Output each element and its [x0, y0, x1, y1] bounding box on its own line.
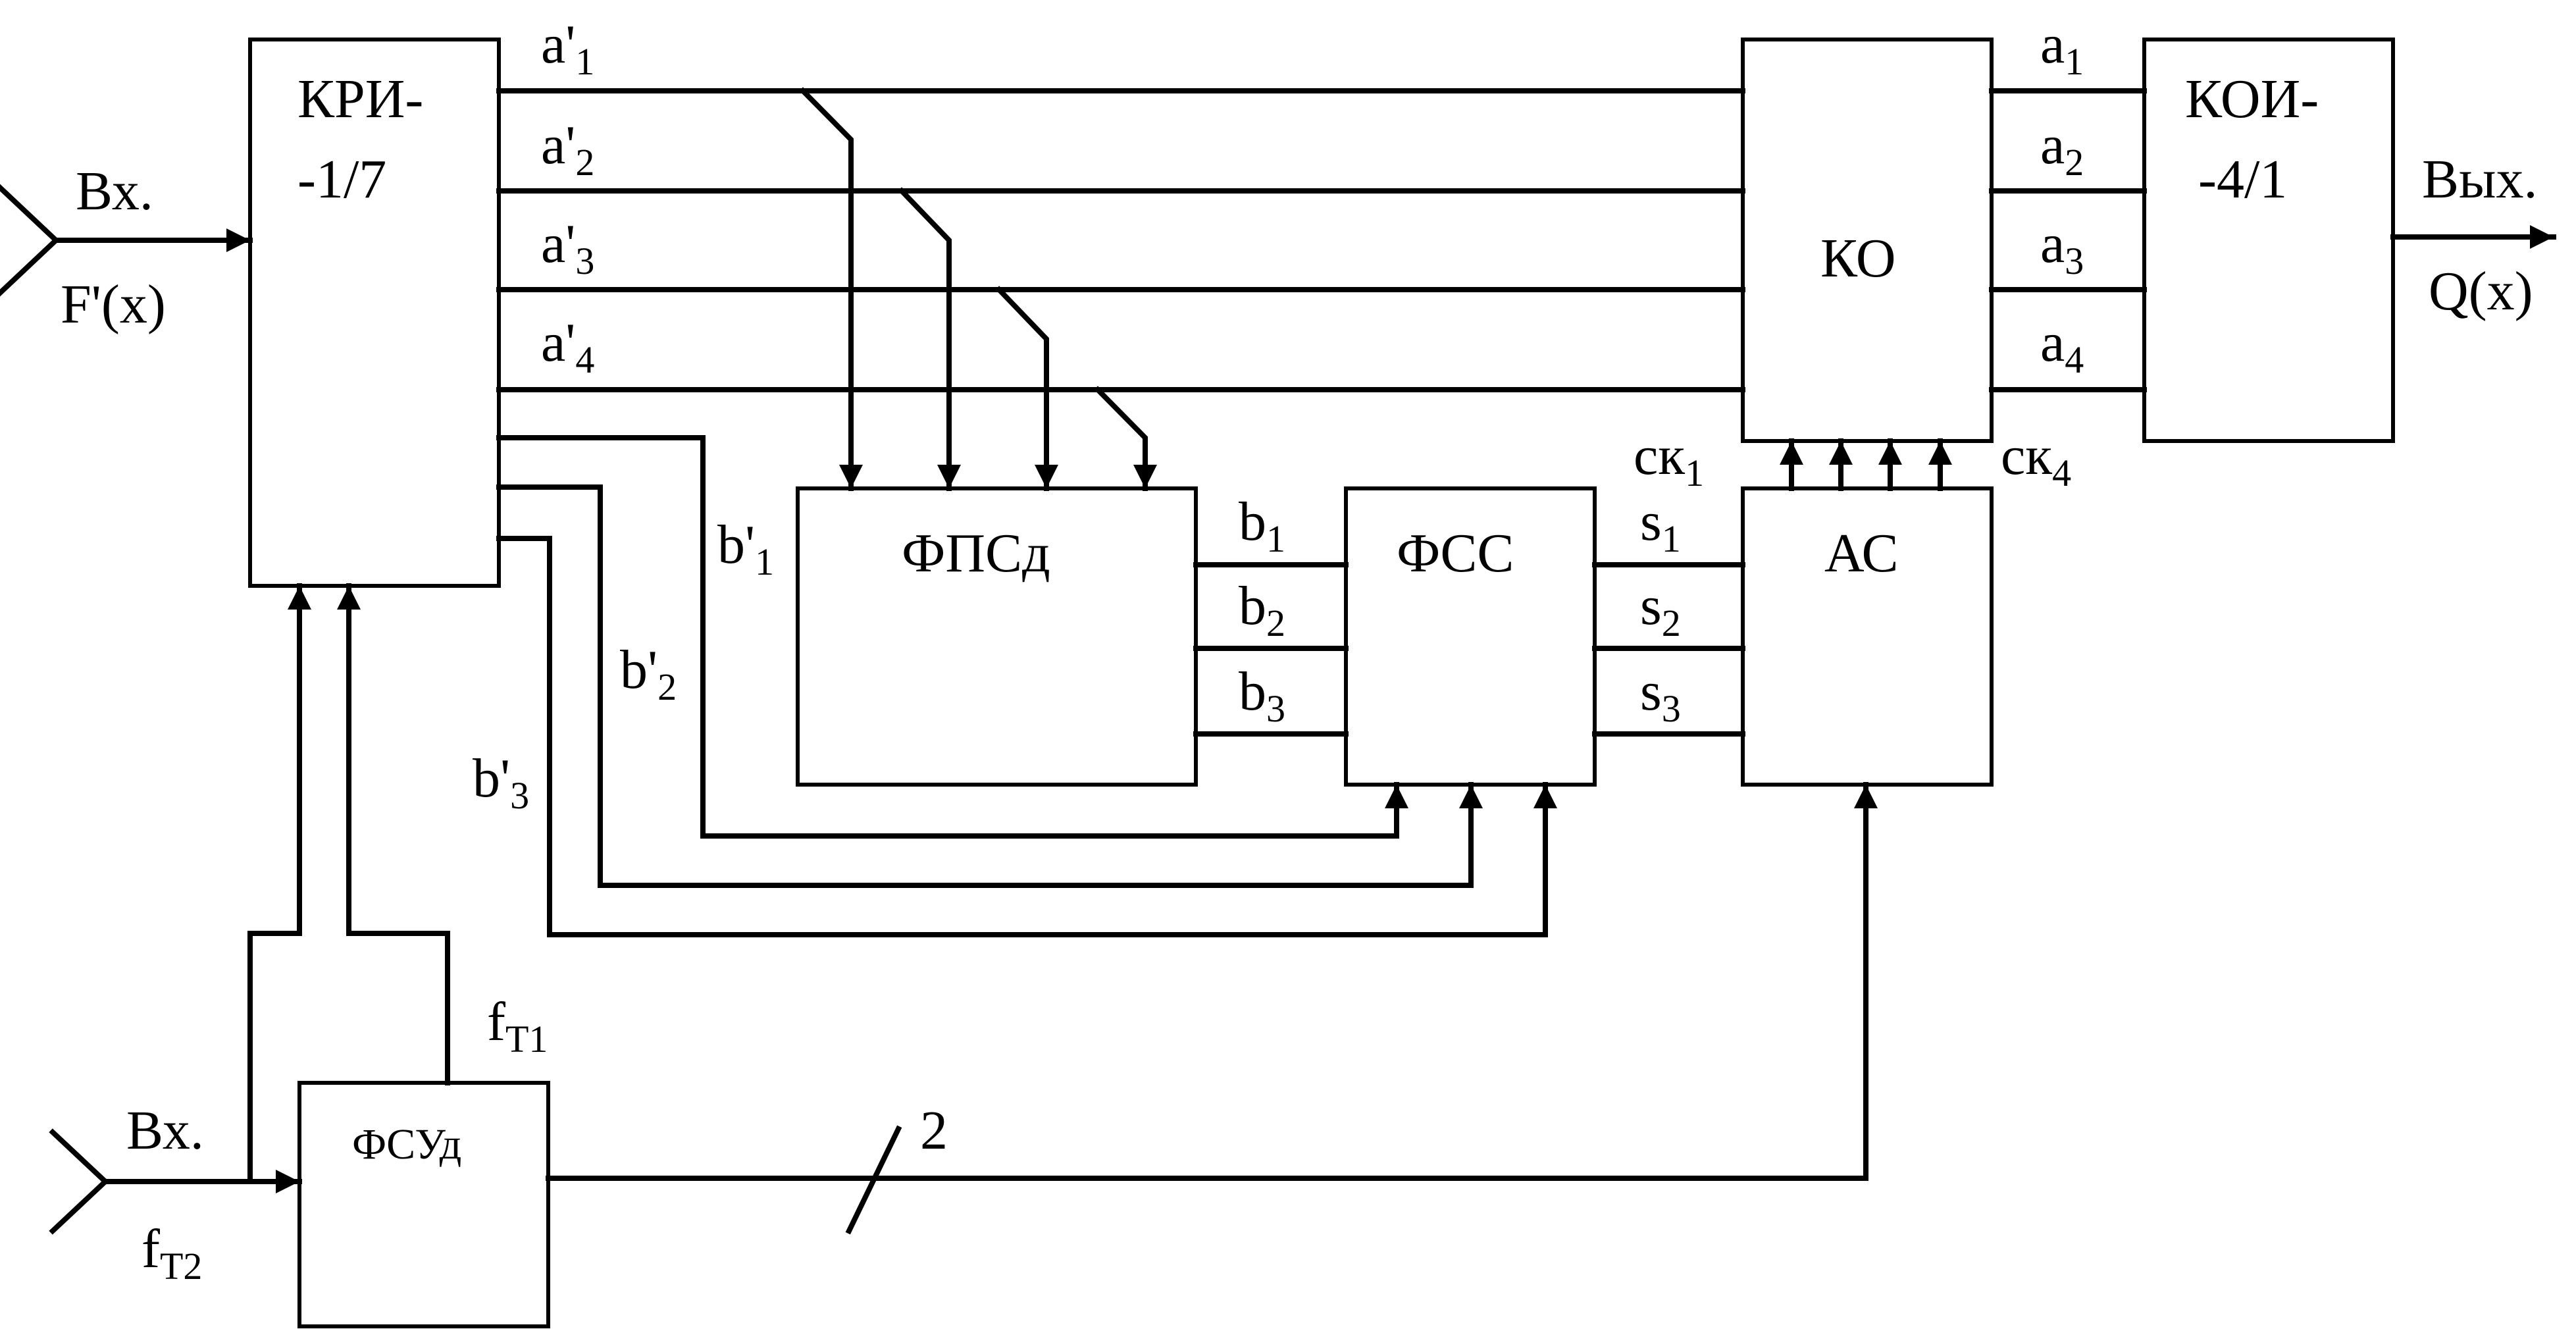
b-1-label: b1: [1239, 491, 1285, 560]
koi-label-1: КОИ-: [2185, 68, 2319, 130]
b-prime-3-line: [496, 536, 1557, 937]
a-prime-labels: a'1 a'2 a'3 a'4: [541, 14, 594, 381]
b-prime-2-label: b'2: [620, 639, 677, 708]
ck-1-label: ск1: [1634, 425, 1704, 494]
s-lines: s1 s2 s3: [1592, 491, 1745, 737]
a-prime-4-label: a'4: [541, 312, 594, 381]
kri-label-2: -1/7: [297, 149, 386, 210]
fsud-to-as-bus: 2: [546, 782, 1878, 1235]
input-1-label: Вх.: [76, 161, 153, 222]
ft2-to-kri-line: [247, 583, 311, 1184]
koi-label-2: -4/1: [2198, 149, 2287, 210]
a-prime-2-label: a'2: [541, 115, 594, 184]
kri-label-1: КРИ-: [297, 68, 423, 130]
a-4-label: a4: [2040, 312, 2084, 381]
fss-block: ФСС: [1344, 486, 1597, 787]
a-prime-3-label: a'3: [541, 213, 594, 282]
b-prime-3-label: b'3: [473, 748, 529, 817]
s-1-label: s1: [1640, 491, 1681, 560]
ft1-label: fT1: [487, 991, 548, 1060]
kri-block: КРИ- -1/7: [248, 38, 501, 588]
a-prime-lines: [496, 88, 1745, 392]
fpsd-label: ФПСд: [902, 523, 1050, 584]
b-prime-1-line: [496, 435, 1408, 839]
a-prime-3-tap: [995, 286, 1058, 491]
clock-lines: fT1: [247, 583, 548, 1184]
ko-label: КО: [1820, 228, 1896, 289]
ft1-to-kri-line: [337, 583, 450, 1085]
bus-line: [546, 782, 1878, 1181]
as-label: АС: [1824, 523, 1899, 584]
s-3-label: s3: [1640, 661, 1681, 730]
a-1-label: a1: [2040, 14, 2084, 83]
b-3-label: b3: [1239, 661, 1285, 730]
output-signal: Q(x): [2429, 261, 2533, 322]
b-prime-1-label: b'1: [717, 514, 774, 583]
input-2-signal: fT2: [142, 1218, 202, 1288]
b-2-label: b2: [1239, 575, 1285, 644]
output: Вых. Q(x): [2390, 149, 2556, 322]
a-lines: a1 a2 a3 a4: [1989, 14, 2147, 392]
fss-label: ФСС: [1397, 523, 1514, 584]
ko-block: КО: [1741, 38, 1994, 443]
koi-block: КОИ- -4/1: [2142, 38, 2395, 443]
bus-width-label: 2: [920, 1100, 948, 1161]
input-2-connector-icon: [49, 1128, 109, 1235]
ck-arrows: ск1 ск4: [1634, 425, 2071, 494]
as-block: АС: [1741, 486, 1994, 787]
a-prime-taps: [799, 87, 1157, 491]
a-prime-1-label: a'1: [541, 14, 594, 83]
input-1-connector-icon: [0, 184, 60, 297]
s-2-label: s2: [1640, 575, 1681, 644]
fsud-label: ФСУд: [352, 1120, 461, 1168]
b-prime-2-line: [496, 484, 1483, 888]
b-lines: b1 b2 b3: [1193, 491, 1349, 737]
input-2: Вх. fT2: [49, 1100, 302, 1288]
bus-slash: [845, 1125, 902, 1235]
b-prime-labels: b'1 b'2 b'3: [473, 514, 774, 817]
ck-4-label: ск4: [2001, 425, 2071, 494]
fsud-block: ФСУд: [297, 1081, 550, 1328]
a-3-label: a3: [2040, 213, 2084, 282]
input-1-signal: F'(x): [61, 274, 166, 335]
fpsd-block: ФПСд: [796, 486, 1198, 787]
input-1: Вх. F'(x): [0, 161, 253, 335]
a-prime-4-tap: [1094, 386, 1157, 491]
output-label: Вых.: [2422, 149, 2537, 210]
input-2-label: Вх.: [126, 1100, 204, 1161]
a-prime-1-tap: [799, 87, 863, 491]
a-prime-2-tap: [898, 187, 961, 491]
b-prime-lines: [496, 435, 1557, 937]
a-2-label: a2: [2040, 115, 2084, 184]
